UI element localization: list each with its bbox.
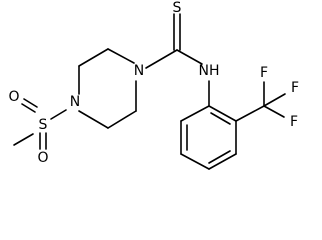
atom-fluorine-bottom: F [290,114,298,130]
piperazine-bond-5 [107,110,137,129]
cf3-fluorine-right-bond [263,93,286,107]
atom-amide-nitrogen: NH [199,63,220,79]
atom-sulfonyl-oxygen-bottom: O [37,150,48,166]
atom-piperazine-nitrogen-top: N [134,63,144,79]
aryl-to-cf3-bond [235,105,265,122]
chemical-structure-diagram: S NH N N S O O F F F [8,0,299,170]
benzene-bond-6 [180,105,210,122]
sulfonyl-oxygen-left-bond-a [21,103,36,113]
atom-fluorine-top: F [260,65,268,81]
atom-fluorine-right: F [291,80,299,96]
atom-piperazine-nitrogen-bottom: N [70,94,80,110]
benzene-inner-bond-2 [208,150,231,164]
sulfonyl-to-methyl-bond [13,133,34,146]
benzene-bond-1 [208,105,237,122]
thioamide-to-piperazine-bond [145,49,178,69]
bond-lines [13,13,286,170]
benzene-bond-3 [208,153,237,170]
cf3-fluorine-bottom-bond [263,105,285,118]
piperazine-bond-4 [78,110,109,129]
benzene-bond-4 [180,153,210,170]
benzene-inner-bond-1 [210,112,231,125]
atom-labels: S NH N N S O O F F F [8,0,299,166]
piperazine-bond-2 [78,48,109,67]
atom-sulfonyl-oxygen-left: O [8,89,19,105]
sulfonyl-oxygen-left-bond-b [23,98,38,108]
piperazine-bond-1 [107,48,135,64]
piperazine-to-sulfonyl-bond [50,109,67,120]
atom-sulfonyl-sulfur: S [39,117,48,133]
thioamide-to-nh-bond [176,49,203,65]
atom-thione-sulfur: S [173,0,182,16]
